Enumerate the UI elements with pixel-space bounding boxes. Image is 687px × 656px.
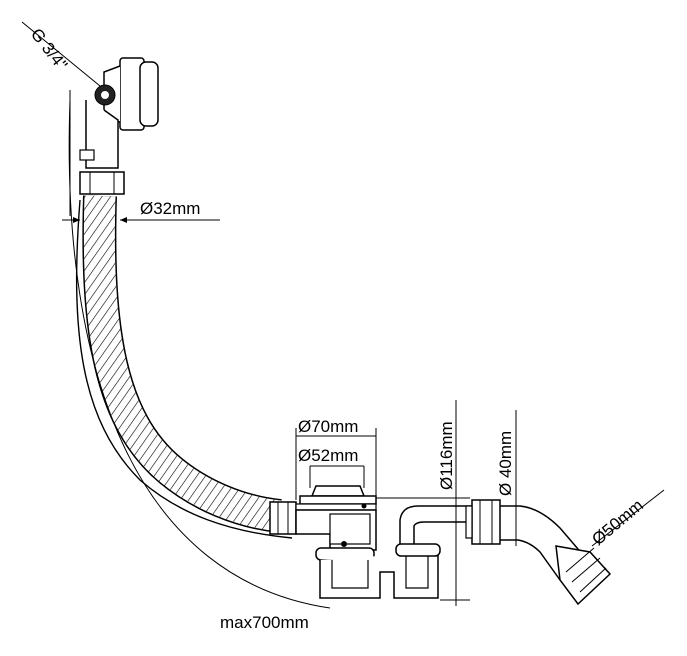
siphon-trap bbox=[315, 505, 472, 599]
thread-leader-line bbox=[21, 21, 101, 87]
top-nut bbox=[79, 171, 125, 195]
outer-flange-diameter-label: Ø70mm bbox=[298, 417, 358, 436]
thread-label: G 3/4" bbox=[27, 25, 71, 74]
trap-height-dimension bbox=[376, 400, 470, 606]
drain-assembly bbox=[269, 485, 377, 551]
trap-height-label: Ø116mm bbox=[437, 421, 456, 490]
outlet-diameter-label: Ø 40mm bbox=[496, 431, 515, 496]
max-length-arc bbox=[68, 99, 331, 609]
overflow-head bbox=[79, 57, 159, 169]
drain-opening-diameter-label: Ø52mm bbox=[298, 446, 358, 465]
outlet-nut bbox=[465, 499, 501, 545]
drain-diameter-dimensions bbox=[295, 428, 377, 500]
pipe-diameter-label: Ø50mm bbox=[588, 496, 647, 549]
pipe-diameter-leader bbox=[591, 489, 665, 547]
max-length-label: max700mm bbox=[220, 613, 309, 632]
outlet-pipe bbox=[500, 505, 612, 606]
flexible-hose bbox=[82, 195, 283, 533]
hose-diameter-label: Ø32mm bbox=[140, 199, 200, 218]
control-cable bbox=[75, 199, 293, 539]
